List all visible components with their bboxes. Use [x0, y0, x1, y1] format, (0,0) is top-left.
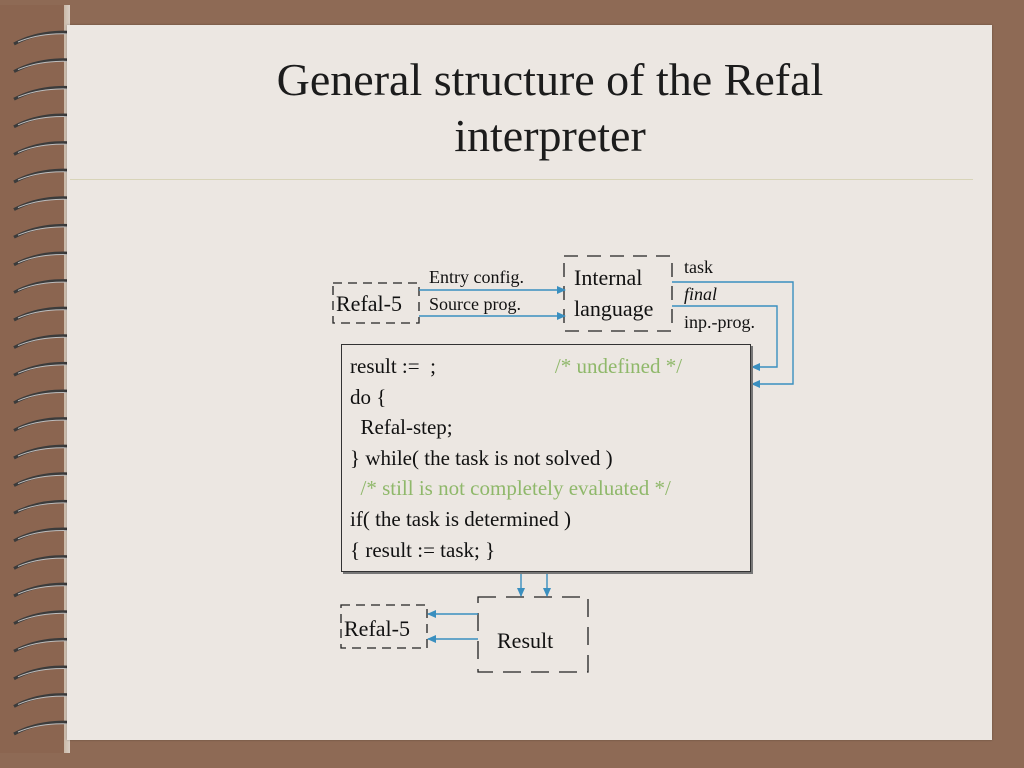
internal-label: Internal [574, 265, 643, 290]
title-line-1: General structure of the Refal [276, 54, 824, 105]
final-label: final [684, 284, 718, 304]
refal5-top-box [332, 282, 420, 324]
arrow-inp-prog [672, 305, 778, 371]
code-comment-evaluated: /* still is not completely evaluated */ [350, 476, 671, 501]
result-box [477, 596, 589, 673]
code-line-3: Refal-step; [350, 415, 453, 440]
title-divider [70, 179, 973, 180]
source-prog-label: Source prog. [429, 294, 521, 314]
task-label: task [684, 257, 713, 277]
result-label: Result [497, 628, 554, 653]
refal5-bottom-box [340, 604, 428, 649]
arrow-task [672, 281, 794, 388]
code-line-2: do { [350, 384, 387, 409]
inp-prog-label: inp.-prog. [684, 312, 755, 332]
title-line-2: interpreter [454, 110, 646, 161]
entry-config-label: Entry config. [429, 267, 524, 287]
code-line-1: result := ; [350, 354, 436, 378]
code-line-6: if( the task is determined ) [350, 506, 572, 531]
slide-title: General structure of the Refal interpret… [200, 52, 900, 164]
code-line-4: } while( the task is not solved ) [350, 445, 613, 470]
code-comment-undefined: /* undefined */ [554, 354, 683, 378]
refal5-bottom-label: Refal-5 [344, 616, 410, 641]
interpreter-code: result := ; /* undefined */ do { Refal-st… [350, 351, 682, 565]
code-line-7: { result := task; } [350, 537, 496, 562]
language-label: language [574, 296, 654, 321]
interpreter-code-box: result := ; /* undefined */ do { Refal-st… [341, 344, 751, 572]
refal5-top-label: Refal-5 [336, 291, 402, 316]
